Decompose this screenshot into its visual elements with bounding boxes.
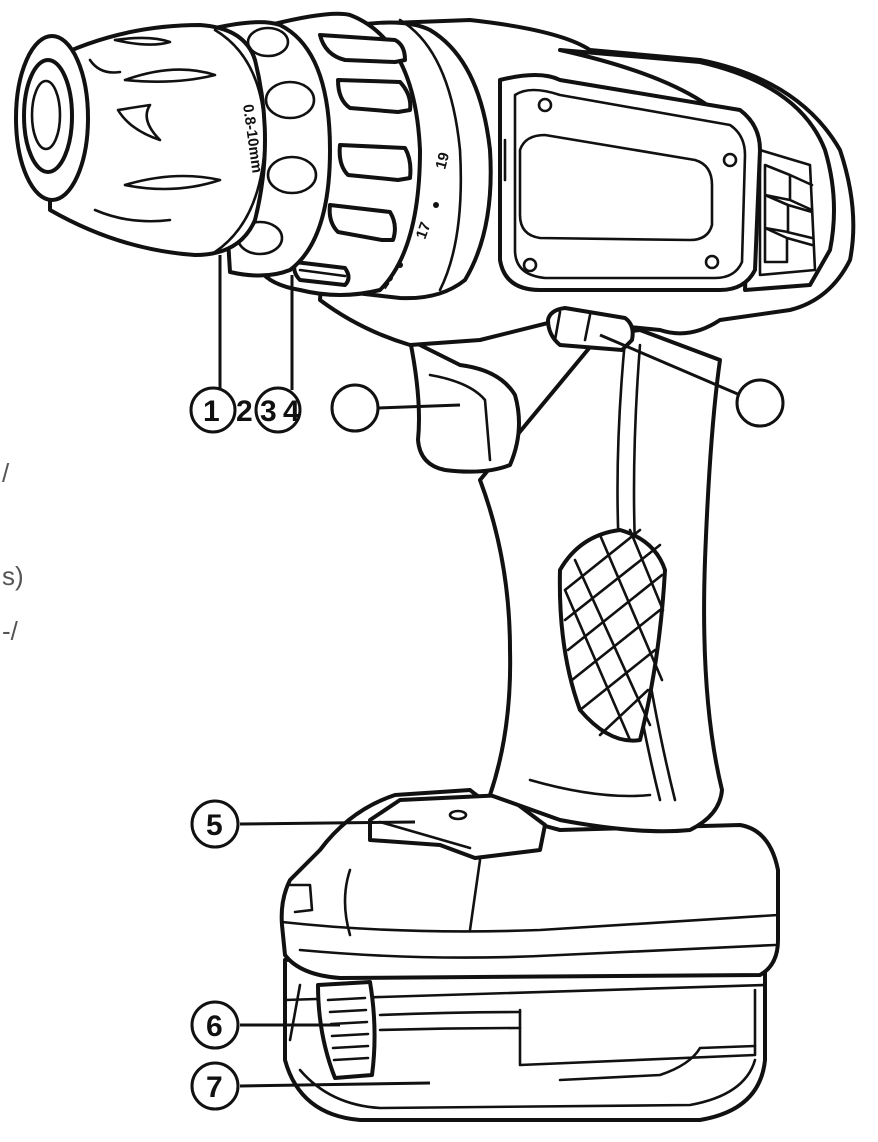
callout-switch: [735, 378, 785, 428]
svg-text:6: 6: [206, 1010, 223, 1043]
svg-text:1: 1: [203, 395, 220, 428]
torque-mark-19: 19: [432, 151, 453, 172]
callout-6: 6: [190, 1000, 240, 1050]
svg-text:4: 4: [283, 395, 300, 428]
leader-trigger: [377, 403, 461, 410]
leader-5: [239, 820, 416, 826]
battery-release-latch: [316, 980, 377, 1080]
leader-7: [239, 1081, 431, 1088]
trigger: [408, 338, 521, 474]
edge-fragment-2: s): [2, 561, 24, 591]
motor-housing: [318, 18, 856, 347]
edge-fragment-1: /: [2, 458, 10, 488]
leader-switch: [599, 333, 741, 397]
callout-2: 2: [236, 395, 253, 428]
svg-text:3: 3: [260, 395, 277, 428]
callout-1: 1: [189, 386, 237, 434]
svg-text:5: 5: [206, 809, 223, 842]
callout-5: 5: [190, 799, 240, 849]
callout-3: 3: [254, 386, 302, 434]
callout-7: 7: [190, 1061, 240, 1111]
callout-4: 4: [283, 395, 300, 428]
svg-text:2: 2: [236, 395, 253, 428]
chuck: 0.8-10mm: [14, 23, 267, 257]
callout-trigger: [330, 383, 380, 433]
battery-pack: [279, 788, 780, 1122]
svg-text:7: 7: [206, 1071, 223, 1104]
torque-mark-17: 17: [413, 220, 435, 241]
edge-fragment-3: -/: [2, 616, 19, 646]
handle: [478, 328, 724, 834]
